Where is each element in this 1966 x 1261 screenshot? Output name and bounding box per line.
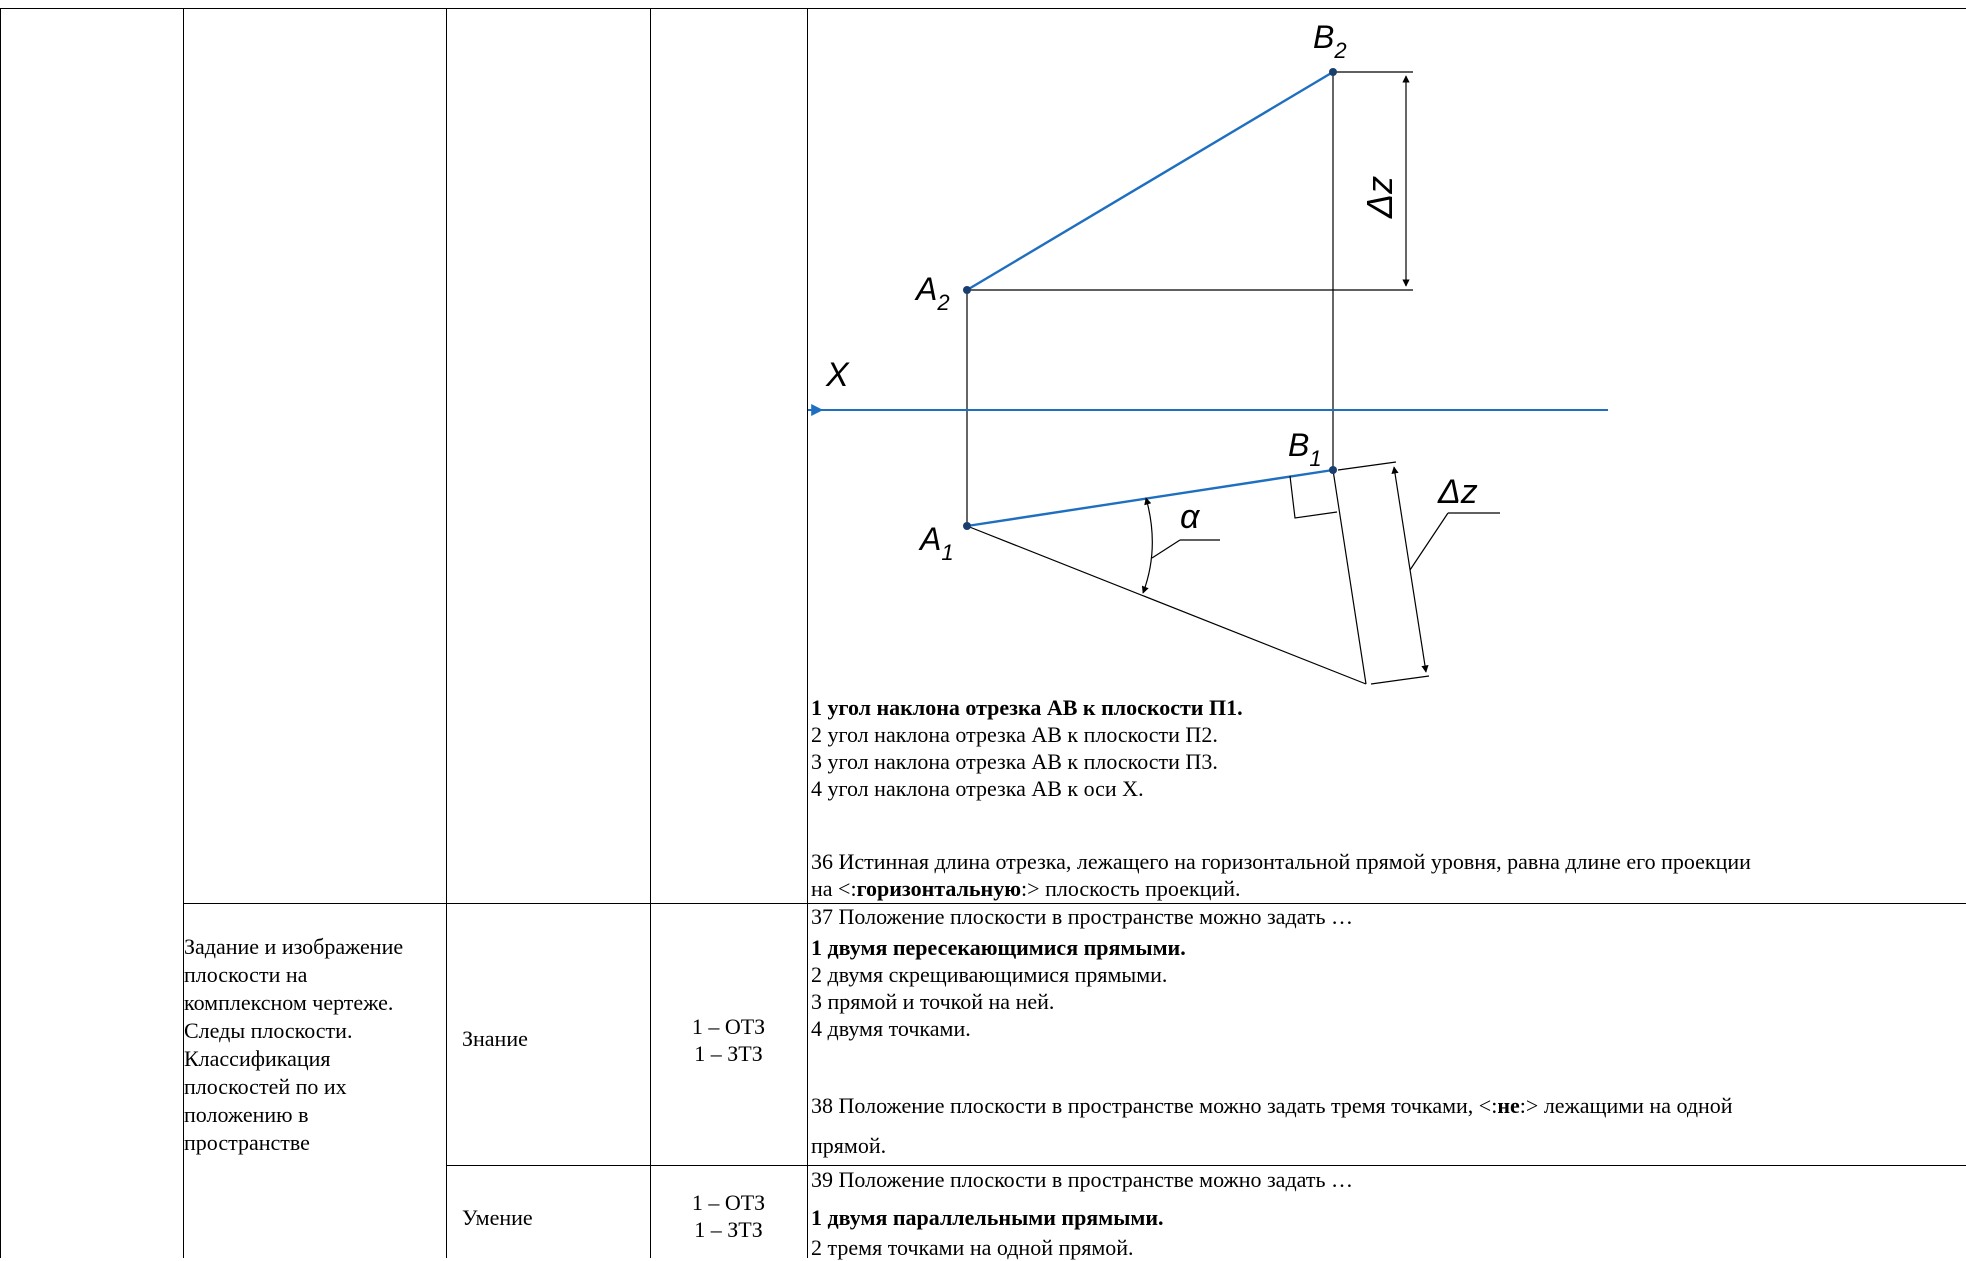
alpha-arc [1141,497,1153,594]
q36-text-line1: 36 Истинная длина отрезка, лежащего на г… [811,849,1751,874]
row-skill-count-1: 1 – ОТЗ [691,1190,766,1215]
label-alpha: α [1180,498,1201,536]
q37-option-2: 2 двумя скрещивающимися прямыми. [811,962,1168,987]
alpha-leader [1151,539,1181,559]
topic-title: Задание и изображение плоскости на компл… [184,934,404,1155]
table-column-divider-1 [183,8,184,1258]
q36-text-line2: на <:горизонтальную:> плоскость проекций… [811,876,1241,901]
triangle-leg-dz [1332,469,1367,685]
label-x: X [825,356,850,394]
point-b1 [1329,466,1337,474]
triangle-hypotenuse [966,525,1367,685]
row-skill-type: Умение [462,1205,533,1230]
q37-option-1-correct: 1 двумя пересекающимися прямыми. [811,935,1186,960]
q39-option-2: 2 тремя точками на одной прямой. [811,1235,1134,1260]
table-row-divider-topic [183,903,1966,904]
q35-option-2: 2 угол наклона отрезка АВ к плоскости П2… [811,722,1218,747]
table-column-divider-4 [807,8,808,1258]
label-b1: B1 [1288,427,1322,471]
q38-text-line1: 38 Положение плоскости в пространстве мо… [811,1093,1733,1118]
right-angle-mark [1289,475,1338,519]
table-row-divider-skill [446,1165,1966,1166]
q35-option-4: 4 угол наклона отрезка АВ к оси Х. [811,776,1144,801]
q37-option-3: 3 прямой и точкой на ней. [811,989,1055,1014]
row-knowledge-type: Знание [462,1026,528,1051]
q38-answer: не [1497,1093,1520,1118]
label-a1: A1 [918,521,954,565]
label-a2: A2 [914,271,950,315]
point-b2 [1329,68,1337,76]
table-border-left [0,8,1,1258]
point-a2 [963,286,971,294]
label-dz-vertical: Δz [1359,176,1400,219]
table-column-divider-3 [650,8,651,1258]
q37-text: 37 Положение плоскости в пространстве мо… [811,904,1353,929]
row-knowledge-count-2: 1 – ЗТЗ [694,1041,763,1066]
dz-leader [1409,512,1449,571]
q35-option-3: 3 угол наклона отрезка АВ к плоскости П3… [811,749,1218,774]
label-b2: B2 [1313,19,1347,63]
dz-ext-bottom [1370,675,1430,685]
table-top-border [0,8,1966,9]
dz-ext-top [1337,461,1397,471]
row-skill-count-2: 1 – ЗТЗ [694,1217,763,1242]
q35-option-1-correct: 1 угол наклона отрезка АВ к плоскости П1… [811,695,1243,720]
row-knowledge-count-1: 1 – ОТЗ [691,1014,766,1039]
q39-option-1-correct: 1 двумя параллельными прямыми. [811,1205,1164,1230]
table-column-divider-2 [446,8,447,1258]
projection-drawing: B2 A2 X B1 A1 α Δz Δz [808,19,1608,685]
label-dz-slanted: Δz [1437,473,1478,511]
segment-a2b2 [966,70,1334,292]
q36-answer: горизонтальную [856,876,1022,901]
q38-text-line2: прямой. [811,1133,887,1158]
point-a1 [963,522,971,530]
q39-text: 39 Положение плоскости в пространстве мо… [811,1167,1353,1192]
q37-option-4: 4 двумя точками. [811,1016,971,1041]
